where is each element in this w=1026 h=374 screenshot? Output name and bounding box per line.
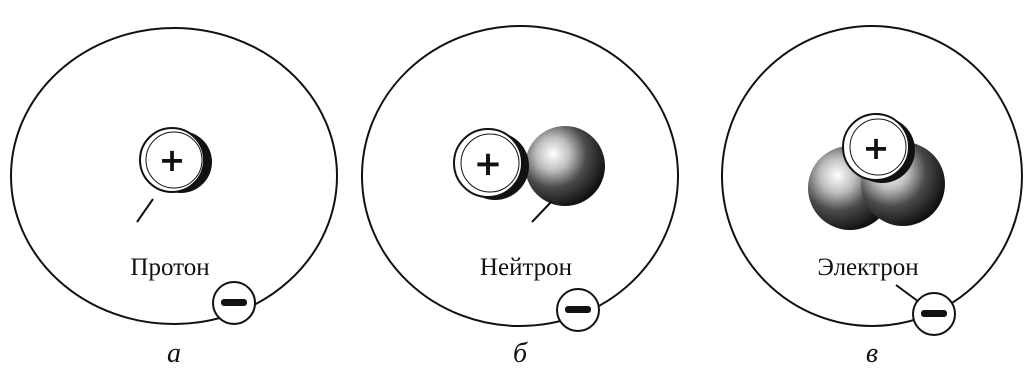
electron-a: [212, 281, 256, 325]
proton-c: +: [842, 113, 915, 183]
panel-c: + Электрон в: [721, 25, 1023, 369]
orbit-c: [721, 25, 1023, 327]
caption-c: в: [866, 338, 878, 369]
proton-sign-c: +: [863, 129, 890, 167]
label-pointer-b: [531, 200, 553, 223]
label-b: Нейтрон: [480, 254, 572, 281]
label-pointer-a: [136, 198, 154, 223]
label-c: Электрон: [817, 254, 918, 281]
label-pointer-c: [895, 284, 920, 303]
neutron-b: [525, 126, 605, 206]
electron-b: [556, 288, 600, 332]
caption-a: а: [167, 338, 181, 369]
electron-c: [912, 292, 956, 336]
proton-b: +: [453, 128, 529, 200]
panel-a: + Протон а: [10, 27, 338, 369]
orbit-a: [10, 27, 338, 325]
proton-sign-b: +: [474, 144, 503, 184]
caption-b: б: [513, 338, 528, 369]
panel-b: + Нейтрон б: [361, 25, 679, 369]
proton-sign-a: +: [159, 141, 186, 179]
label-a: Протон: [130, 254, 209, 281]
proton-a: +: [139, 127, 212, 193]
orbit-b: [361, 25, 679, 327]
